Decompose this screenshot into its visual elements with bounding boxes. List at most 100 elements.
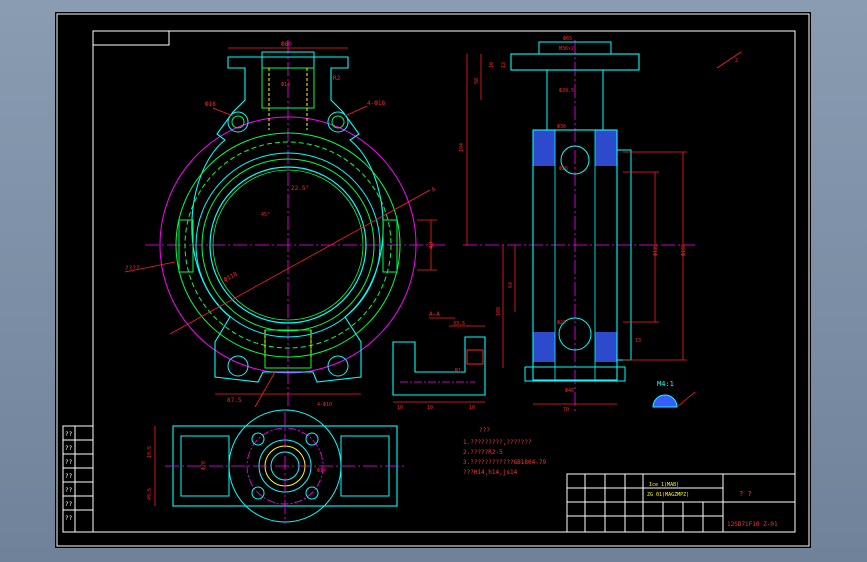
side-disc	[554, 129, 596, 381]
bolt-hole-inner	[331, 115, 345, 129]
material-label: ZG 01(MAGZMPZ)	[647, 492, 689, 498]
dim-thread: M36×2	[559, 46, 574, 52]
bottom-neck	[264, 329, 312, 369]
inner-frame	[92, 30, 796, 533]
dim-h-12: 12	[501, 62, 507, 68]
bottom-bolt	[305, 432, 319, 446]
body-ring-hidden	[184, 141, 392, 349]
dim-side-top: Ф65	[563, 36, 572, 42]
left-lug	[178, 219, 194, 273]
dim-bore: Ф110	[223, 270, 239, 283]
leader-line	[254, 371, 276, 408]
front-view: Ф80 Ф14 R2 Ф18 4-Ф18 Ф110 22.5° 45° A 40…	[124, 40, 445, 412]
drawing-sheet: ?? ?? ?? ?? ?? ?? ??	[56, 13, 810, 547]
dim-width-bottom: 70	[563, 407, 569, 413]
bottom-bolt	[305, 486, 319, 500]
material-label: Ice 1(MAB)	[649, 482, 679, 488]
hatch-upper-left	[533, 130, 555, 166]
revision-row-label: ??	[65, 501, 73, 508]
dim-diam-165: Ф165	[681, 244, 687, 256]
note-line: 3.????????????GB1804-79	[463, 459, 546, 466]
dim-h-108: 108	[496, 307, 502, 316]
dim-section-r: R1	[455, 368, 461, 374]
leader-line	[716, 51, 742, 69]
side-flange-right	[616, 149, 632, 361]
cad-drawing-canvas: ?? ?? ?? ?? ?? ?? ??	[55, 12, 811, 548]
section-a-a-view: A—A 33.5 R1 10 10 10	[392, 311, 486, 411]
dim-bottom-hole: 4-Ф10	[317, 402, 332, 408]
valve-body-outline	[191, 56, 384, 383]
dim-angle2: 45°	[261, 212, 270, 218]
dim-diam-122: Ф122	[653, 244, 659, 256]
bottom-bolt	[251, 432, 265, 446]
section-cut-label: A	[431, 186, 438, 194]
leader-line	[124, 261, 176, 273]
dim-height-194: 194	[459, 143, 465, 152]
revision-row-label: ??	[65, 431, 73, 438]
bottom-bolt	[251, 486, 265, 500]
revision-row-label: ??	[65, 487, 73, 494]
bolt-hole-inner	[231, 115, 245, 129]
seat-ring-inner	[201, 158, 375, 332]
bolt-circle	[159, 116, 417, 374]
stem-neck	[261, 67, 315, 109]
leader-line	[344, 105, 368, 117]
revision-row-label: ??	[65, 473, 73, 480]
drawing-code: 12SD71F10 Z-01	[727, 521, 778, 528]
dim-r-label: R2	[333, 75, 341, 82]
right-lug	[382, 219, 398, 273]
note-line: 2.?????R2-5	[463, 449, 503, 456]
note-line: 1.?????????,???????	[463, 439, 532, 446]
bore-circle	[209, 166, 367, 324]
revision-strip: ?? ?? ?? ?? ?? ?? ??	[62, 425, 94, 533]
bolt-hole	[327, 355, 349, 377]
section-detail	[466, 349, 484, 365]
dim-lower-shaft: Ф26	[557, 320, 566, 326]
detail-part	[652, 394, 678, 408]
dim-bottom-width: 87.5	[227, 397, 242, 404]
note-line: ???H14,h14,js14	[463, 469, 518, 476]
part-label: M4:1	[657, 380, 674, 388]
hatch-lower-right	[595, 332, 617, 362]
dim-bottom-pcd: Ф70	[201, 461, 207, 470]
seat-ring	[195, 152, 381, 338]
outer-frame	[56, 13, 810, 547]
revision-row-label: ??	[65, 515, 73, 522]
side-bottom-flange	[524, 366, 626, 382]
leader-line	[212, 107, 234, 117]
dim-bore-lower: Ф46	[565, 388, 574, 394]
bottom-view: 4-Ф10 Ф14 Ф70 19.5 49.5	[147, 402, 405, 524]
stem-circle	[560, 145, 590, 175]
dim-side-height: 40	[428, 241, 435, 249]
body-ring	[175, 132, 401, 358]
diameter-leader	[169, 189, 431, 335]
section-title: A—A	[429, 311, 440, 318]
dim-2: 2	[735, 58, 738, 64]
hatch-upper-right	[595, 130, 617, 166]
notes-title: ???	[479, 427, 490, 434]
dim-section-br: 10	[469, 405, 475, 411]
bolt-hole	[327, 111, 349, 133]
bolt-hole	[227, 355, 249, 377]
dim-h-10: 10	[489, 62, 495, 68]
title-block-frame	[566, 473, 796, 533]
bolt-hole	[227, 111, 249, 133]
side-top-cap	[538, 41, 612, 55]
section-outline	[392, 336, 486, 396]
dim-hub: Ф26	[559, 166, 568, 172]
stem-circle-lower	[558, 317, 592, 351]
dim-bottom-dia: Ф14	[317, 468, 326, 474]
dim-13: 13	[635, 338, 641, 344]
corner-box	[92, 30, 170, 46]
revision-row-label: ??	[65, 445, 73, 452]
dim-section-top: 33.5	[453, 321, 465, 327]
dim-shaft: Ф39.5	[559, 88, 574, 94]
side-view: Ф65 M36×2 Ф39.5 Ф36 Ф26 Ф26 Ф46 70 Ф122 …	[459, 36, 742, 413]
dim-dn: ????	[125, 265, 140, 272]
dim-height-58: 58	[474, 78, 480, 84]
leader-line	[676, 391, 696, 408]
dim-center-hole: Ф14	[281, 82, 290, 88]
hatch-lower-left	[533, 332, 555, 362]
dim-section-bm: 10	[427, 405, 433, 411]
dim-bolt-hole: Ф18	[205, 101, 216, 108]
